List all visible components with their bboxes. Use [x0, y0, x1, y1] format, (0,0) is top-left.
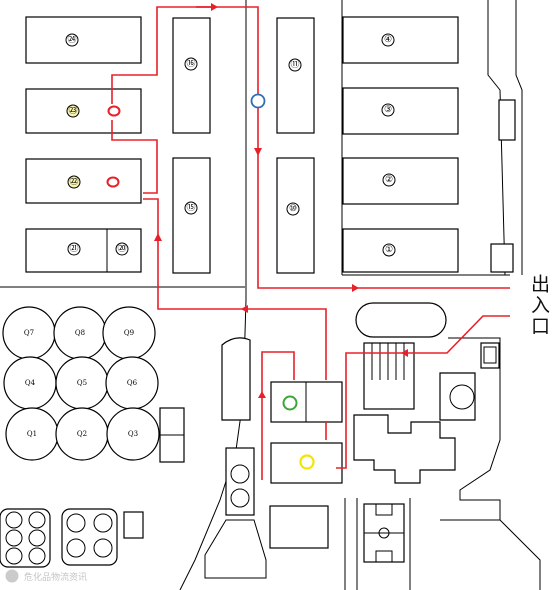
- yellow-marker: [299, 454, 315, 470]
- warehouse-11[interactable]: ⑪: [276, 17, 315, 134]
- tank-farm: Q7 Q8 Q9 Q4 Q5 Q6 Q1 Q2 Q3: [2, 306, 160, 461]
- red-marker-23: [107, 105, 121, 117]
- tank-label: Q2: [77, 430, 87, 438]
- warehouse-22-label: ㉒: [69, 176, 78, 187]
- small-tank-group-right: [61, 508, 118, 566]
- warehouse-20-label: ⑳: [117, 243, 126, 254]
- road-bottom-right: [344, 498, 541, 590]
- warehouse-10-label: ⑩: [289, 204, 297, 214]
- watermark-text: 危化品物流资讯: [24, 571, 87, 583]
- tank-label: Q4: [25, 379, 36, 387]
- warehouse-15-label: ⑮: [186, 202, 195, 213]
- warehouse-15[interactable]: ⑮: [172, 157, 211, 274]
- warehouse-4-label: ④: [384, 35, 392, 45]
- small-shed: [123, 511, 144, 539]
- blue-marker: [250, 93, 266, 109]
- tank-label: Q9: [124, 329, 134, 337]
- warehouse-3-label: ③: [384, 105, 392, 115]
- warehouse-11-label: ⑪: [290, 59, 299, 70]
- watermark: 危化品物流资讯: [4, 568, 87, 584]
- exit-label: 出入口: [528, 274, 550, 337]
- warehouse-3[interactable]: ③: [342, 87, 459, 135]
- office-complex: [353, 337, 501, 521]
- tank-label: Q7: [24, 329, 34, 337]
- warehouse-21-20[interactable]: ㉑ ⑳: [25, 228, 142, 273]
- warehouse-10[interactable]: ⑩: [276, 157, 315, 274]
- warehouse-4[interactable]: ④: [342, 16, 459, 64]
- tank-label: Q5: [77, 379, 87, 387]
- oval-building: [355, 302, 447, 338]
- basketball-court: [363, 503, 405, 563]
- warehouse-16[interactable]: ⑯: [172, 17, 211, 134]
- green-marker: [282, 395, 298, 411]
- side-building-lower: [490, 243, 514, 273]
- building-bottom: [269, 505, 329, 549]
- tank-label: Q1: [27, 430, 37, 438]
- tank-label: Q3: [128, 430, 138, 438]
- gate-house: [204, 337, 267, 579]
- tank-label: Q8: [75, 329, 85, 337]
- warehouse-24[interactable]: ㉔: [25, 16, 142, 64]
- tank-label: Q6: [127, 379, 138, 387]
- warehouse-21-label: ㉑: [69, 243, 78, 254]
- side-building-upper: [498, 99, 516, 141]
- warehouse-2-label: ②: [385, 175, 393, 185]
- building-green-marker[interactable]: [270, 381, 343, 423]
- red-marker-22: [106, 176, 120, 188]
- warehouse-23-label: ㉓: [68, 105, 77, 116]
- warehouse-23[interactable]: ㉓: [25, 88, 142, 134]
- warehouse-2[interactable]: ②: [342, 157, 459, 205]
- warehouse-22[interactable]: ㉒: [25, 158, 142, 204]
- evacuation-route: [111, 3, 510, 480]
- pump-house: [159, 407, 185, 463]
- warehouse-16-label: ⑯: [186, 58, 195, 69]
- small-tank-group-left: [0, 508, 51, 568]
- warehouse-1[interactable]: ①: [342, 228, 459, 273]
- building-yellow-marker[interactable]: [270, 442, 343, 484]
- warehouse-1-label: ①: [385, 245, 393, 255]
- warehouse-24-label: ㉔: [67, 34, 76, 45]
